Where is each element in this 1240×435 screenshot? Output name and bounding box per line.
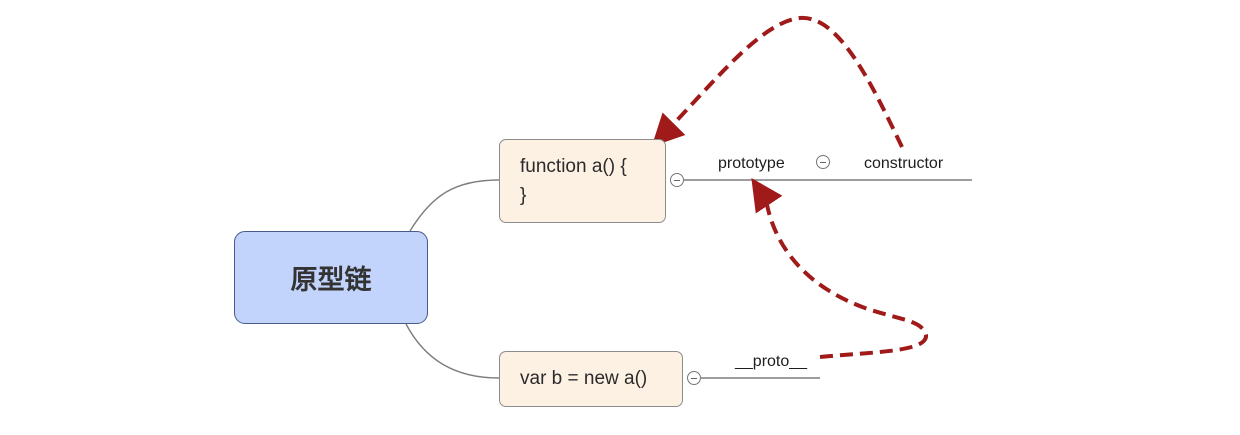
function-topic[interactable]: function a() { } bbox=[499, 139, 666, 223]
var-collapse-icon[interactable] bbox=[687, 371, 701, 385]
constructor-arrow bbox=[651, 15, 904, 148]
branch-line-var bbox=[405, 323, 500, 379]
constructor-topic[interactable]: constructor bbox=[864, 155, 944, 172]
proto-arrow bbox=[751, 178, 928, 359]
prototype-collapse-icon[interactable] bbox=[816, 155, 830, 169]
var-topic[interactable]: var b = new a() bbox=[499, 351, 683, 407]
function-collapse-icon[interactable] bbox=[670, 173, 684, 187]
root-topic[interactable]: 原型链 bbox=[234, 231, 428, 324]
proto-topic[interactable]: __proto__ bbox=[735, 353, 808, 370]
branch-line-function bbox=[409, 179, 500, 232]
root-topic-label: 原型链 bbox=[290, 265, 372, 296]
prototype-topic[interactable]: prototype bbox=[718, 155, 785, 172]
function-topic-line1: function a() { bbox=[520, 156, 627, 177]
function-topic-line2: } bbox=[520, 185, 527, 206]
var-topic-label: var b = new a() bbox=[520, 368, 648, 389]
